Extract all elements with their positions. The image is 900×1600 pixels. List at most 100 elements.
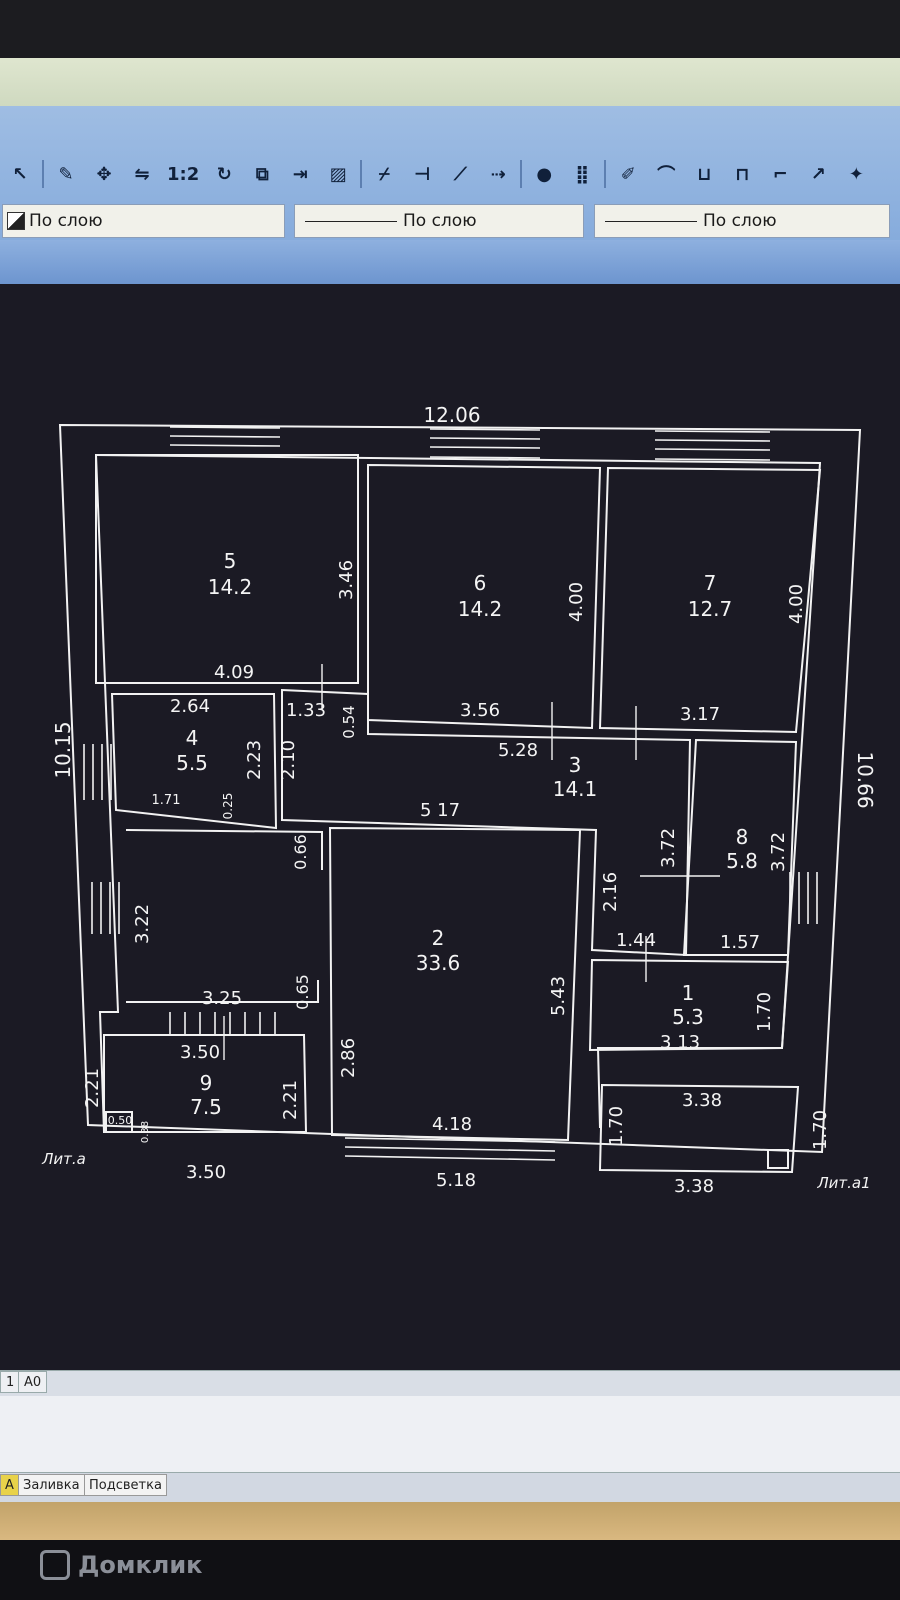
mirror-icon[interactable]: ⇋	[134, 163, 150, 185]
linetype-property-value: По слою	[403, 211, 477, 231]
room-number: 3	[569, 753, 582, 777]
right-height-label: 10.66	[853, 751, 877, 808]
room-number: 2	[432, 926, 445, 950]
scale-button[interactable]: 1:2	[167, 163, 200, 185]
dim-label: 3.38	[682, 1090, 722, 1111]
room-number: 6	[474, 571, 487, 595]
room-1-outline	[588, 958, 790, 1052]
toolbar-separator	[604, 160, 607, 188]
room-6-outline	[367, 463, 602, 730]
overall-width-label: 12.06	[423, 403, 480, 427]
status-tab-fill[interactable]: Заливка	[18, 1474, 85, 1496]
dim-label: 2.21	[82, 1068, 103, 1108]
hatch-icon[interactable]: ▨	[329, 163, 347, 185]
dim-label: 5.28	[498, 740, 538, 761]
room-number: 7	[704, 571, 717, 595]
dim-label: 2.21	[280, 1080, 301, 1120]
room-number: 1	[682, 981, 695, 1005]
dim-label: 4.09	[214, 662, 254, 683]
dim-label: 3.25	[202, 988, 242, 1009]
pencil-icon[interactable]: ✎	[58, 163, 74, 185]
taskbar	[0, 1502, 900, 1540]
toolbar-separator	[360, 160, 363, 188]
room-area: 14.2	[458, 597, 503, 621]
properties-icon[interactable]: ✦	[848, 163, 864, 185]
room-9-outline	[103, 1034, 308, 1133]
fillet-icon[interactable]: ⌒	[657, 165, 676, 186]
array-icon[interactable]: ⣿	[575, 163, 590, 185]
bottom-dim-label: 3.38	[674, 1176, 714, 1197]
room-number: 9	[200, 1071, 213, 1095]
room-labels: 5 14.2 6 14.2 7 12.7 4 5.5 3 14.1 8 5.8 …	[176, 549, 758, 1119]
select-arrow-icon[interactable]: ↖	[12, 163, 28, 185]
room-area: 7.5	[190, 1095, 222, 1119]
color-property-field[interactable]: По слою	[2, 204, 285, 238]
monitor-bezel-bottom	[0, 1540, 900, 1600]
room-7-outline	[598, 466, 822, 734]
dim-label: 3.72	[658, 828, 679, 868]
color-property-value: По слою	[29, 211, 103, 231]
explode-icon[interactable]: ●	[536, 163, 553, 185]
room-area: 5.3	[672, 1005, 704, 1029]
lineweight-sample	[605, 220, 697, 222]
corner-box-outline	[767, 1149, 789, 1169]
bottom-dim-label: 3.50	[186, 1162, 226, 1183]
edit-text-icon[interactable]: ✐	[620, 163, 636, 185]
room-area: 5.5	[176, 751, 208, 775]
dim-label: 3.22	[132, 904, 153, 944]
stair-steps	[169, 1012, 276, 1035]
trim-icon[interactable]: ⊣	[414, 163, 431, 185]
drawing-canvas[interactable]: 5 14.2 6 14.2 7 12.7 4 5.5 3 14.1 8 5.8 …	[0, 284, 900, 1370]
lineweight-property-field[interactable]: По слою	[594, 204, 890, 238]
room-area: 5.8	[726, 849, 758, 873]
dim-label: 1.70	[606, 1106, 627, 1146]
layout-tab-a0[interactable]: A0	[18, 1371, 48, 1393]
monitor-bezel-top	[0, 0, 900, 58]
copy-icon[interactable]: ⧉	[255, 163, 269, 185]
color-swatch-icon	[7, 212, 25, 230]
window-top-1	[169, 426, 281, 457]
move-icon[interactable]: ✥	[96, 163, 112, 185]
split-icon[interactable]: ⇢	[490, 163, 506, 185]
join-icon[interactable]: ↗	[810, 163, 826, 185]
dim-label: 1.33	[286, 700, 326, 721]
align-icon[interactable]: ⌐	[772, 163, 788, 185]
outer-wall-outline	[58, 423, 862, 1154]
rotate-icon[interactable]: ↻	[216, 163, 232, 185]
offset-icon[interactable]: ⊓	[735, 163, 750, 185]
extend-icon[interactable]: ⟋	[453, 163, 467, 185]
dim-label: 0.38	[140, 1121, 151, 1143]
dim-label: 5.43	[548, 976, 569, 1016]
room-area: 14.2	[208, 575, 253, 599]
lineweight-property-value: По слою	[703, 211, 777, 231]
room-area: 14.1	[553, 777, 598, 801]
window-bottom-1	[344, 1137, 556, 1161]
room-2-left-wall	[125, 829, 323, 870]
room-8-outline	[682, 738, 798, 956]
dim-label: 1.70	[754, 992, 775, 1032]
letter-label-left: Лит.а	[41, 1150, 86, 1168]
dim-label: 3.17	[680, 704, 720, 725]
toolbar-lower-strip	[0, 240, 900, 284]
status-tab-highlight[interactable]: Подсветка	[84, 1474, 167, 1496]
watermark-text: Домклик	[78, 1551, 203, 1579]
chamfer-icon[interactable]: ⊔	[697, 163, 712, 185]
room-area: 33.6	[416, 951, 461, 975]
dim-label: 2.23	[244, 740, 265, 780]
tool-row: ↖ ✎ ✥ ⇋ 1:2 ↻ ⧉ ⇥ ▨ ⌿ ⊣ ⟋ ⇢ ● ⣿ ✐ ⌒ ⊔ ⊓ …	[0, 152, 900, 196]
toolbar-separator	[520, 160, 523, 188]
bottom-dim-label: 5.18	[436, 1170, 476, 1191]
floor-plan-drawing: 5 14.2 6 14.2 7 12.7 4 5.5 3 14.1 8 5.8 …	[41, 403, 877, 1197]
dim-label: 3 13	[660, 1032, 700, 1053]
window-top-3	[654, 430, 771, 461]
status-tab-a[interactable]: A	[0, 1474, 19, 1496]
annex-room-outline	[598, 1083, 800, 1174]
room-number: 4	[186, 726, 199, 750]
room-area: 12.7	[688, 597, 733, 621]
linetype-property-field[interactable]: По слою	[294, 204, 584, 238]
stretch-icon[interactable]: ⇥	[292, 163, 308, 185]
dim-label: 1.57	[720, 932, 760, 953]
chimney-outline	[105, 1111, 133, 1133]
break-line-icon[interactable]: ⌿	[378, 163, 390, 185]
command-line[interactable]	[0, 1396, 900, 1472]
